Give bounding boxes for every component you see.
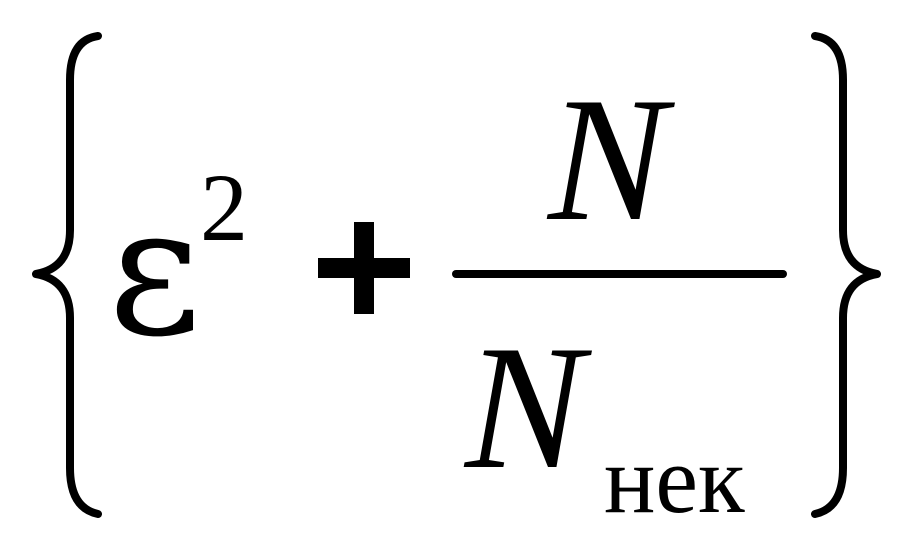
plus-sign: [318, 222, 410, 314]
fraction-numerator: N: [548, 60, 667, 258]
epsilon-symbol: ε: [108, 167, 202, 376]
denominator-subscript: нек: [604, 426, 745, 533]
exponent-two: 2: [200, 154, 248, 261]
fraction-bar: [452, 270, 787, 278]
fraction-denominator: N: [465, 308, 584, 506]
left-curly-brace: [32, 32, 102, 518]
right-curly-brace: [811, 32, 881, 518]
